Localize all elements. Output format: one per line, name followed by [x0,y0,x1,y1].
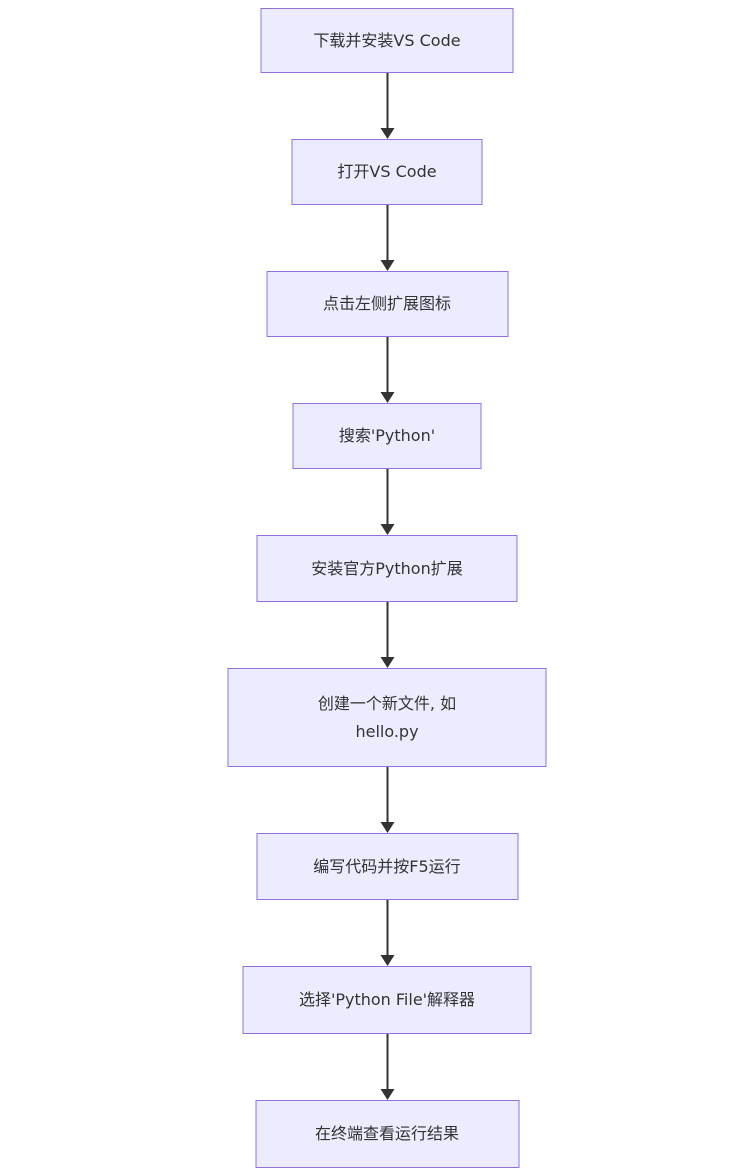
arrow-head-icon [380,260,394,271]
flow-node-search-python: 搜索'Python' [292,403,482,469]
flow-node-select-python-file-interpreter: 选择'Python File'解释器 [242,966,532,1034]
flow-arrow-1 [380,73,394,139]
arrow-head-icon [380,822,394,833]
flow-arrow-7 [380,900,394,966]
arrow-line [386,205,388,261]
flow-arrow-2 [380,205,394,271]
node-label: 在终端查看运行结果 [314,1124,459,1144]
flow-node-download-install-vscode: 下载并安装VS Code [260,8,514,73]
flowchart: 下载并安装VS Code 打开VS Code 点击左侧扩展图标 搜索'Pytho… [227,8,547,1168]
arrow-line [386,469,388,525]
node-label: 打开VS Code [337,162,437,182]
flow-node-write-code-press-f5: 编写代码并按F5运行 [256,833,518,900]
arrow-line [386,1034,388,1090]
flow-node-create-new-file: 创建一个新文件, 如 hello.py [227,668,547,767]
arrow-head-icon [380,1089,394,1100]
flow-arrow-4 [380,469,394,535]
flow-arrow-8 [380,1034,394,1100]
flow-node-view-terminal-output: 在终端查看运行结果 [255,1100,519,1168]
arrow-line [386,602,388,658]
node-label: 创建一个新文件, 如 hello.py [317,694,457,741]
flow-node-click-extensions-icon: 点击左侧扩展图标 [266,271,508,337]
arrow-head-icon [380,128,394,139]
node-label: 搜索'Python' [338,426,436,446]
arrow-line [386,337,388,393]
arrow-head-icon [380,392,394,403]
flow-node-open-vscode: 打开VS Code [291,139,483,205]
arrow-head-icon [380,955,394,966]
flow-arrow-6 [380,767,394,833]
flow-arrow-3 [380,337,394,403]
node-label: 编写代码并按F5运行 [313,856,461,876]
node-label: 下载并安装VS Code [313,30,461,50]
arrow-head-icon [380,657,394,668]
node-label: 安装官方Python扩展 [311,558,463,578]
node-label: 点击左侧扩展图标 [322,294,451,314]
flow-arrow-5 [380,602,394,668]
arrow-line [386,900,388,956]
flow-node-install-python-extension: 安装官方Python扩展 [256,535,518,602]
arrow-head-icon [380,524,394,535]
arrow-line [386,73,388,129]
node-label: 选择'Python File'解释器 [298,990,476,1010]
arrow-line [386,767,388,823]
